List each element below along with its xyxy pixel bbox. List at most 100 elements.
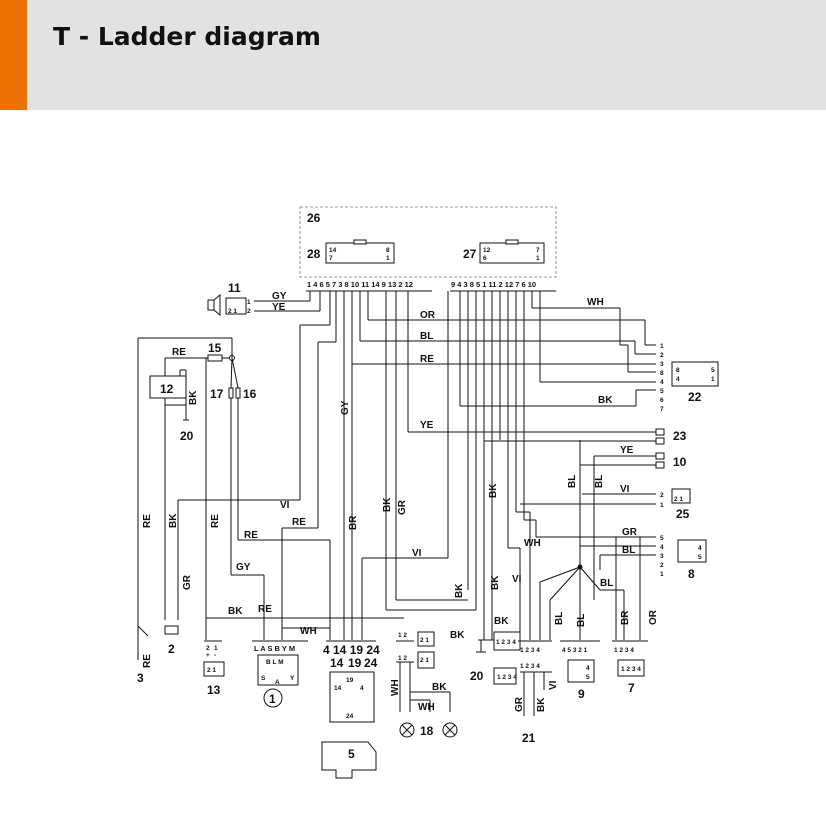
wire-label: RE [258,604,272,615]
terminal [655,428,665,436]
label-26: 26 [307,211,321,225]
pin-label: 1 [711,376,715,383]
pin-label: 2 1 [674,496,683,503]
pin-label: 8 [676,367,680,374]
wire-label: WH [587,297,604,308]
pin-label: 4 5 3 2 1 [562,647,588,654]
pin-label: 6 [483,255,487,262]
label-12: 12 [160,382,174,396]
wire-label: BL [554,612,565,625]
connector-5 [329,671,375,723]
wire-label: BK [188,390,199,405]
pin-label: 2 1 [228,308,237,315]
wire-label: BL [567,475,578,488]
connector-19b [417,651,435,669]
pin-label: 1 [386,255,390,262]
pin-label: A [275,679,280,686]
pin-label: 5 [586,674,590,681]
label-14: 14 [330,656,344,670]
svg-text:3: 3 [660,361,664,368]
wire-label: YE [620,445,634,456]
label-1: 1 [269,692,276,706]
label-18: 18 [420,724,434,738]
label-8: 8 [688,567,695,581]
wire-label: BK [432,682,447,693]
label-23: 23 [673,429,687,443]
wire-label: RE [292,517,306,528]
svg-text:8: 8 [660,370,664,377]
control-unit-outline [299,206,557,278]
wire-label: OR [420,310,436,321]
wire-label: BR [348,515,359,530]
wire-label: YE [272,302,286,313]
svg-text:4: 4 [660,544,664,551]
ground-icon [476,640,486,653]
pin-label: 24 [346,713,354,720]
connector-22 [671,361,719,387]
wire-label: VI [512,574,522,585]
page-title: T - Ladder diagram [53,22,321,51]
pin-label: 2 [206,645,210,652]
pin-label: 7 [536,247,540,254]
label-15: 15 [208,341,222,355]
label-24: 24 [364,656,378,670]
wire-label: BK [494,616,509,627]
pin-label: 1 2 3 4 [520,663,540,670]
terminal [655,461,665,469]
pin-label: S [261,675,266,682]
connector-28-key [353,239,367,245]
wire-label: VI [412,548,422,559]
connector-13 [203,661,225,677]
label-22: 22 [688,390,702,404]
fuse-16 [235,387,241,399]
wire-label: BK [488,483,499,498]
svg-text:5: 5 [660,535,664,542]
key-icon [263,688,283,708]
svg-text:4: 4 [660,379,664,386]
connector-25 [671,488,691,504]
pin-label: 7 [329,255,333,262]
accent-bar [0,0,27,110]
pin-label: 14 [334,685,342,692]
pin-label: B L M [266,659,284,666]
connector-9 [567,659,595,683]
connector-22-pins: 1 2 3 8 4 5 6 7 [660,343,664,413]
pin-label: 19 [346,677,354,684]
wire-label: BK [536,697,547,712]
pin-label: 2 1 [420,657,429,664]
terminal [655,437,665,445]
wire-label: GY [272,291,287,302]
wire-label: BL [622,545,635,556]
ecu27-pin-row: 9 4 3 8 5 1 11 2 12 7 6 10 [451,280,536,289]
pin-label: 4 [698,545,702,552]
wire-label: BK [382,497,393,512]
relay-2 [164,625,179,635]
svg-text:7: 7 [660,406,664,413]
wire-label: BL [420,331,433,342]
pin-label: 14 [329,247,337,254]
pin-label: 1 2 3 4 [621,666,641,673]
wire-label: BL [594,475,605,488]
pin-label: 2 1 [207,667,216,674]
wire-label: BL [576,614,587,627]
pin-label: 1 2 3 4 [520,647,540,654]
label-9: 9 [578,687,585,701]
header-band [0,0,826,110]
label-14-group: 4 14 19 24 [323,643,380,657]
pin-label: 5 [711,367,715,374]
wire-label: VI [280,500,290,511]
wire-label: RE [210,514,221,528]
pin-label: - [214,652,216,659]
wire-label: YE [420,420,434,431]
wire-label: BK [490,575,501,590]
wire-label: BK [454,583,465,598]
wire-label: BL [600,578,613,589]
fuse-17 [228,387,234,399]
wire-label: WH [300,626,317,637]
label-5: 5 [348,747,355,761]
label-13: 13 [207,683,221,697]
wire-label: WH [418,702,435,713]
svg-text:6: 6 [660,397,664,404]
svg-text:1: 1 [660,571,664,578]
